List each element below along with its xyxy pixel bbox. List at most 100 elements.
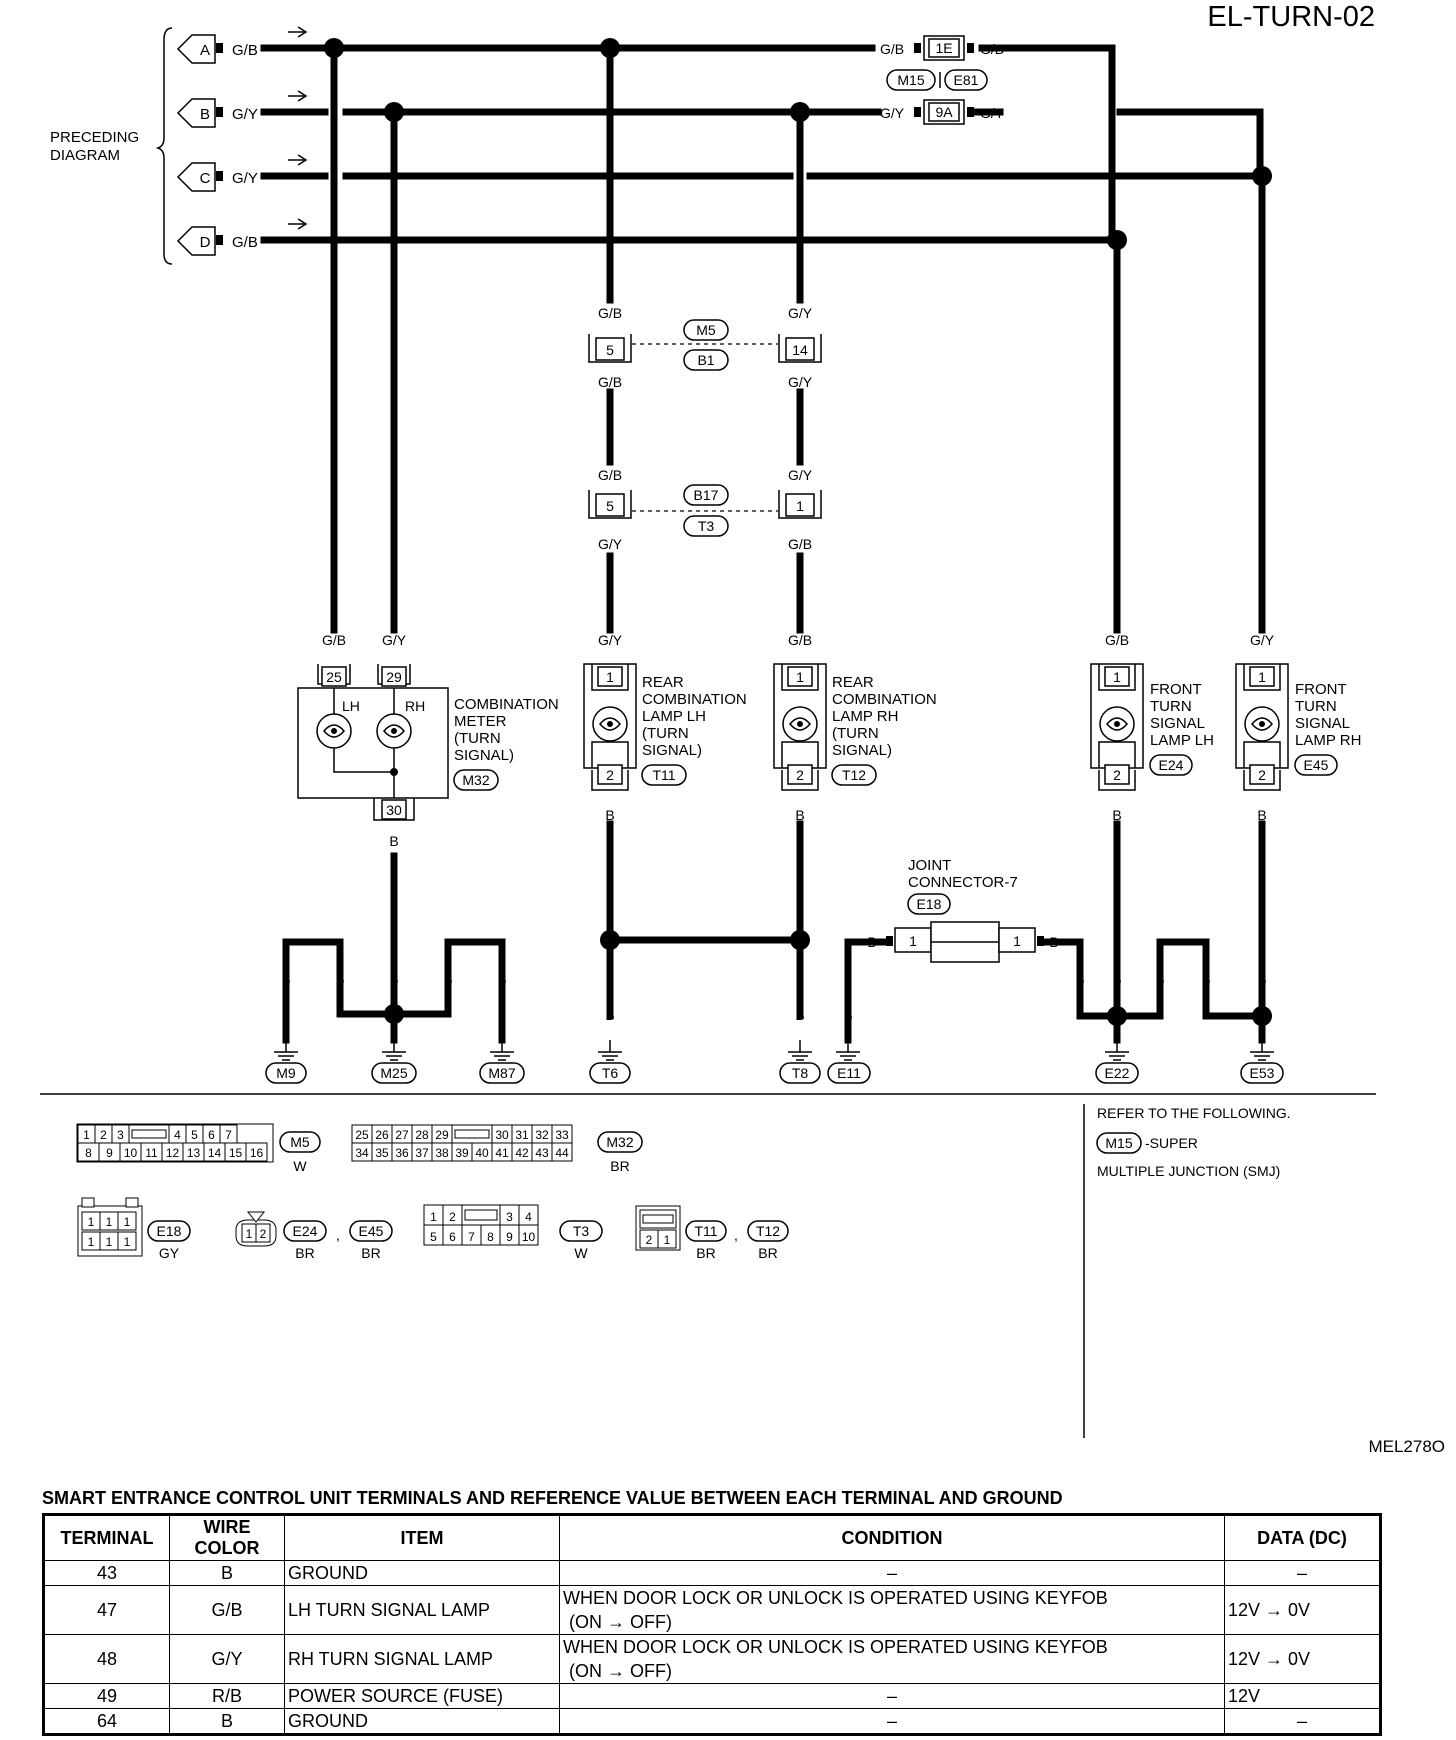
front-lh-conn: E24 [1159,757,1184,773]
b17t3-color-left-top: G/B [598,467,622,483]
pin-cell-text: 25 [355,1128,369,1142]
ground-color-labels: B B B B B B B B B B B B B [281,971,1266,1023]
ground-icon [835,1039,861,1061]
pin-cell-text: 2 [260,1227,267,1241]
cell-item: RH TURN SIGNAL LAMP [284,1634,560,1684]
pin-cell-text: 9 [506,1230,513,1244]
input-b: B G/Y [176,98,258,128]
meter-pin-lh: 25 [326,669,342,685]
pin-cell-text: 14 [208,1146,222,1160]
connector-m32-color: BR [610,1158,629,1174]
connector-m32-id: M32 [606,1134,633,1150]
gnd-color-10: B [1112,971,1121,987]
pin-cell-text: 26 [375,1128,389,1142]
cell-condition: – [559,1683,1225,1709]
cell-data: 12V → 0V [1224,1585,1381,1635]
cell-terminal: 48 [43,1634,170,1684]
front-rh-color-bot: B [1257,807,1266,823]
meter-color-lh: G/B [322,632,346,648]
pin-cell-text: 4 [174,1128,181,1142]
pin-cell-text: 1 [430,1210,437,1224]
ground-icon [787,1039,813,1061]
front-lh-name-2: TURN [1150,698,1192,715]
front-lh-pin-top: 1 [1113,669,1121,685]
rear-lh-color-bot: B [605,807,614,823]
pin-cell-text: 10 [522,1230,536,1244]
rear-lh-lamp-icon [592,706,628,742]
gnd-color-9: B [1075,971,1084,987]
gnd-color-1: B [281,971,290,987]
input-c-letter: C [200,170,211,187]
pin-cell-text: 10 [124,1146,138,1160]
rear-lh-name-1: REAR [642,674,684,691]
connector-e45-color: BR [361,1245,380,1261]
b17t3-conn-a: B17 [694,487,719,503]
rear-lamp-rh: G/B 1 2 REAR COMBINATION LAMP RH (TURN S… [773,632,937,823]
smj-1e-pin: 1E [935,40,952,56]
table-header-row: TERMINAL WIRE COLOR ITEM CONDITION DATA … [43,1514,1381,1561]
connector-lock-tab [642,1214,674,1224]
cell-wire: R/B [169,1683,285,1709]
rear-lh-name-3: LAMP LH [642,708,706,725]
front-lh-name-1: FRONT [1150,681,1202,698]
cell-wire: B [169,1708,285,1735]
table-row: 64 B GROUND – – [43,1708,1381,1735]
cell-wire: B [169,1560,285,1586]
refer-line2: MULTIPLE JUNCTION (SMJ) [1097,1163,1280,1179]
ground-e11-label: E11 [837,1065,861,1081]
rear-rh-lamp-icon [782,706,818,742]
rear-lamp-lh: G/Y 1 2 REAR COMBINATION LAMP LH (TURN S… [583,632,747,823]
smj-1e-conn-b: E81 [954,72,979,88]
pin-cell-text: 9 [106,1146,113,1160]
front-lh-name-4: LAMP LH [1150,732,1214,749]
input-b-letter: B [200,106,210,123]
condition-line-1: WHEN DOOR LOCK OR UNLOCK IS OPERATED USI… [563,1588,1108,1608]
connector-separator: , [734,1227,738,1243]
table-row: 47 G/B LH TURN SIGNAL LAMP WHEN DOOR LOC… [43,1585,1381,1635]
b17t3-pin-right: 1 [796,498,804,514]
meter-lh-label: LH [342,698,360,714]
smj-connector-9a: G/Y 9A G/Y [880,99,1005,125]
cell-item: LH TURN SIGNAL LAMP [284,1585,560,1635]
cell-wire: G/Y [169,1634,285,1684]
front-rh-pin-bot: 2 [1258,767,1266,783]
input-c: C G/Y [176,162,258,192]
smj-1e-color-in: G/B [880,41,904,57]
gnd-color-8: B [843,1007,852,1023]
cell-condition: – [559,1708,1225,1735]
pin-cell-text: 8 [85,1146,92,1160]
cell-data: – [1224,1560,1381,1586]
connector-lock-tab [131,1129,167,1139]
pin-cell-text: 41 [495,1146,509,1160]
pin-cell-text: 6 [208,1128,215,1142]
connector-e18-tab [81,1197,95,1208]
header-condition: CONDITION [559,1514,1225,1561]
refer-conn: M15 [1105,1135,1132,1151]
meter-name-3: (TURN [454,730,501,747]
connector-e18-color: GY [159,1245,180,1261]
pin-cell [255,1223,271,1243]
gnd-color-6: B [605,1007,614,1023]
pin-cell-text: 28 [415,1128,429,1142]
meter-pin-rh: 29 [386,669,402,685]
rear-lh-pin-top: 1 [606,669,614,685]
connector-e24-key [246,1211,266,1223]
pin-cell-text: 32 [535,1128,549,1142]
rear-lh-color-top: G/Y [598,632,623,648]
front-lh-pin-bot: 2 [1113,767,1121,783]
pin-cell-text: 11 [145,1146,158,1160]
pin-cell-text: 3 [117,1128,124,1142]
joint-color-right: B [1049,934,1058,950]
pin-cell [657,1229,677,1249]
cell-data: 12V [1224,1683,1381,1709]
meter-pin-gnd: 30 [386,802,402,818]
connector-lock-tab [464,1209,498,1221]
pin-cell-text: 15 [229,1146,243,1160]
pin-cell-text: 5 [191,1128,198,1142]
pin-cell [518,1224,539,1246]
header-data: DATA (DC) [1224,1514,1381,1561]
front-rh-conn: E45 [1304,757,1329,773]
pin-cell-text: 6 [449,1230,456,1244]
meter-rh-label: RH [405,698,425,714]
